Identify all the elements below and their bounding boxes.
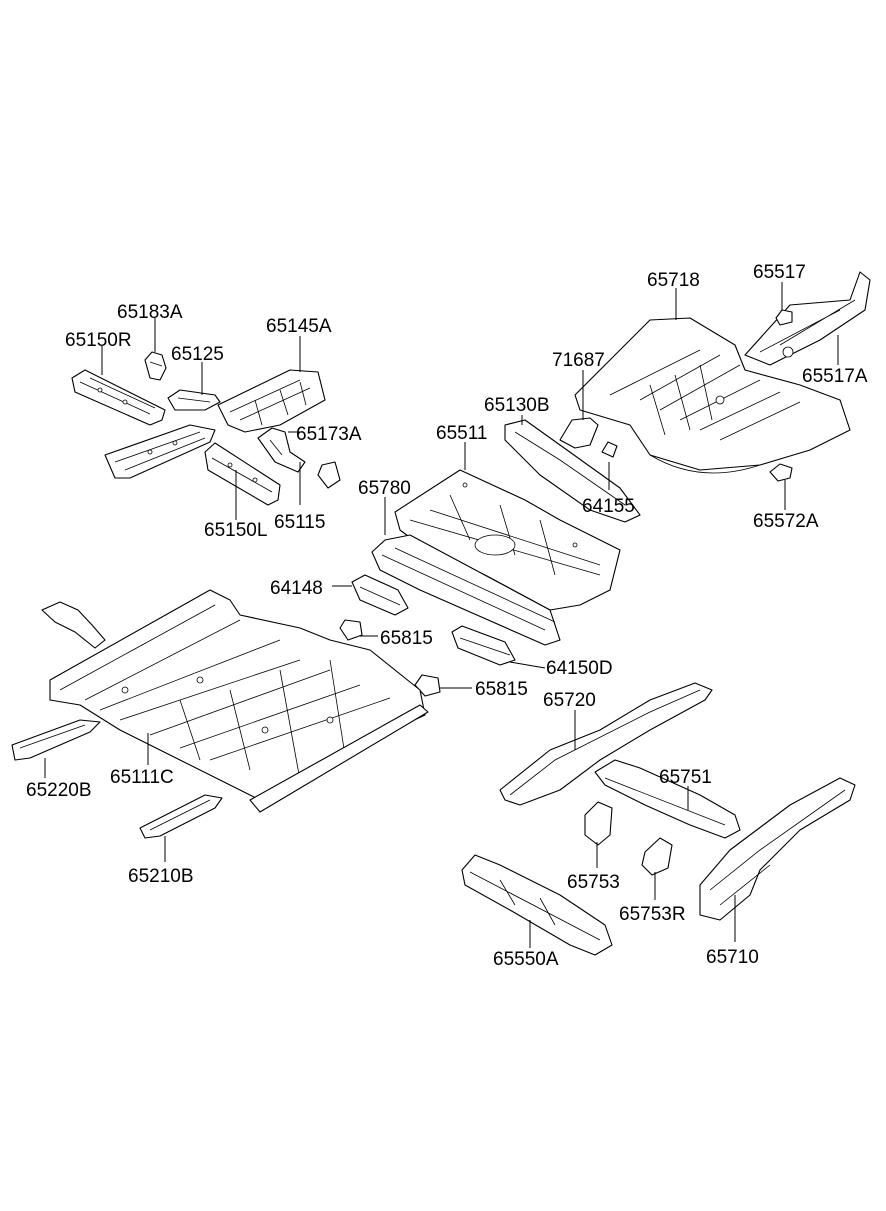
- label-65710: 65710: [706, 947, 759, 968]
- label-64155: 64155: [582, 496, 635, 517]
- label-65150r: 65150R: [65, 330, 132, 351]
- label-65780: 65780: [358, 478, 411, 499]
- label-65183a: 65183A: [117, 302, 183, 323]
- label-65115: 65115: [274, 512, 325, 533]
- label-65511: 65511: [436, 423, 487, 444]
- part-71687[interactable]: [559, 417, 599, 449]
- label-65517a: 65517A: [802, 366, 868, 387]
- part-65111c[interactable]: [49, 589, 426, 801]
- label-65815-b: 65815: [475, 679, 528, 700]
- part-65150l[interactable]: [204, 442, 281, 506]
- part-65780[interactable]: [371, 534, 561, 646]
- part-65173a[interactable]: [317, 461, 341, 489]
- label-65517: 65517: [753, 262, 806, 283]
- part-65115[interactable]: [257, 427, 306, 473]
- part-65125[interactable]: [167, 389, 221, 411]
- part-65753[interactable]: [584, 801, 613, 846]
- part-65220b[interactable]: [11, 719, 101, 761]
- label-65173a: 65173A: [296, 424, 362, 445]
- label-65815-a: 65815: [380, 628, 433, 649]
- part-65145a[interactable]: [217, 369, 326, 433]
- label-65718: 65718: [647, 270, 700, 291]
- part-65210b[interactable]: [139, 794, 223, 839]
- part-65517-small[interactable]: [775, 309, 793, 326]
- label-65150l: 65150L: [204, 520, 267, 541]
- label-64150d: 64150D: [546, 658, 613, 679]
- label-65751: 65751: [659, 767, 712, 788]
- part-65718[interactable]: [574, 317, 851, 474]
- part-64155[interactable]: [601, 441, 618, 458]
- part-65815b[interactable]: [414, 674, 441, 697]
- label-64148: 64148: [270, 578, 323, 599]
- label-65550a: 65550A: [493, 949, 559, 970]
- part-65150-center[interactable]: [104, 424, 216, 479]
- label-65111c: 65111C: [110, 767, 174, 788]
- label-65572a: 65572A: [753, 511, 819, 532]
- part-65183a[interactable]: [144, 351, 167, 381]
- label-65145a: 65145A: [266, 316, 332, 337]
- part-65753r[interactable]: [641, 837, 673, 876]
- leader-lines: [44, 282, 839, 948]
- part-65511[interactable]: [394, 469, 621, 611]
- label-65753: 65753: [567, 872, 620, 893]
- part-65710[interactable]: [699, 777, 856, 921]
- part-64150d[interactable]: [451, 625, 516, 666]
- label-65220b: 65220B: [26, 780, 92, 801]
- part-65150r[interactable]: [71, 369, 166, 426]
- part-floor-bracket[interactable]: [41, 601, 106, 649]
- part-65130b[interactable]: [504, 419, 641, 523]
- label-71687: 71687: [552, 350, 605, 371]
- part-65815a[interactable]: [339, 619, 363, 641]
- part-floor-sill[interactable]: [249, 704, 429, 813]
- part-65572a[interactable]: [769, 463, 793, 482]
- label-65210b: 65210B: [128, 866, 194, 887]
- label-65130b: 65130B: [484, 395, 550, 416]
- label-65125: 65125: [171, 344, 224, 365]
- part-65550a[interactable]: [461, 854, 613, 956]
- part-65517[interactable]: [744, 271, 871, 366]
- part-64148[interactable]: [351, 574, 409, 616]
- part-65751[interactable]: [594, 759, 741, 839]
- part-65720[interactable]: [499, 682, 713, 806]
- label-65720: 65720: [543, 690, 596, 711]
- label-65753r: 65753R: [619, 904, 686, 925]
